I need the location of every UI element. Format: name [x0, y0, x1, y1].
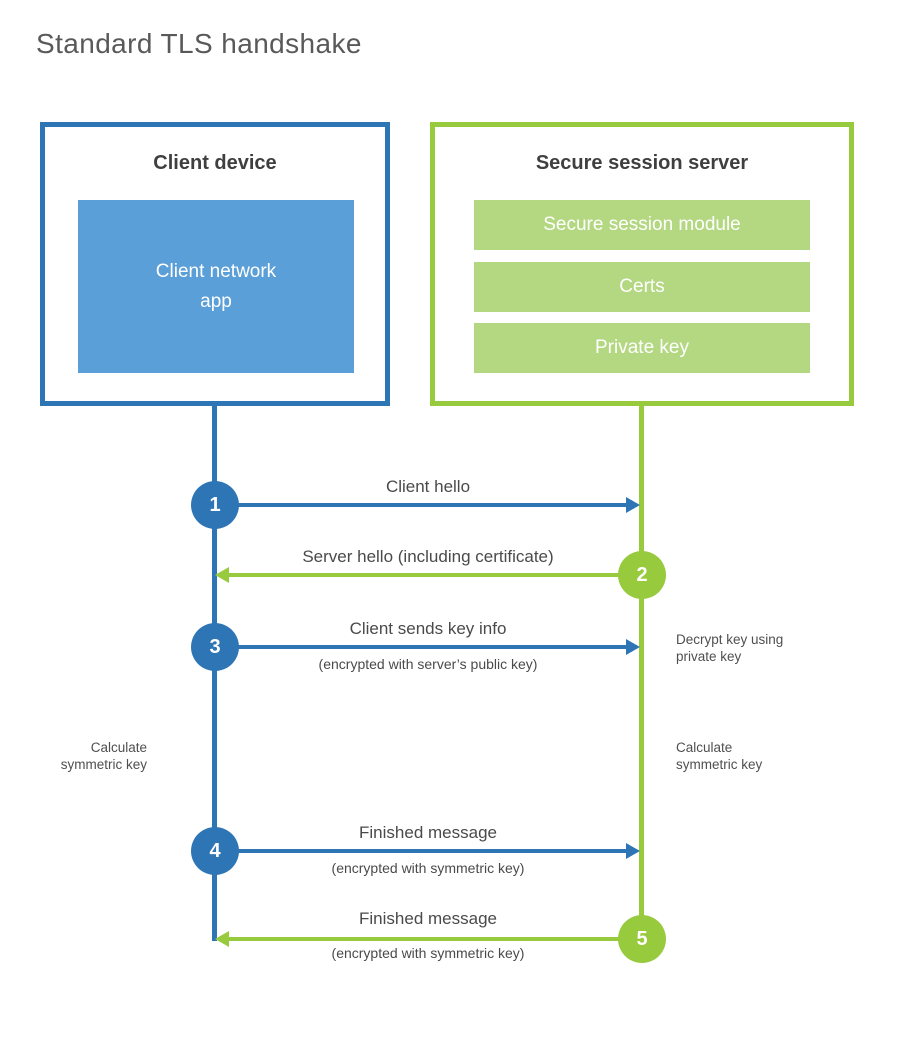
step5-label: Finished message: [359, 909, 497, 928]
step4-arrow: [215, 843, 640, 859]
arrowhead-right-icon: [626, 639, 640, 655]
arrowhead-right-icon: [626, 843, 640, 859]
server-lifeline: [639, 404, 644, 939]
step3-circle: 3: [191, 623, 239, 671]
server-module-private-key: Private key: [474, 323, 810, 373]
secure-session-server-title: Secure session server: [535, 152, 749, 174]
step3-label: Client sends key info: [349, 619, 507, 638]
decrypt-key-note: Decrypt key using private key: [676, 632, 784, 664]
step2-label: Server hello (including certificate): [302, 547, 554, 566]
client-lifeline: [212, 404, 217, 941]
arrowhead-left-icon: [215, 931, 229, 947]
step2-circle: 2: [618, 551, 666, 599]
server-module-secure-session: Secure session module: [474, 200, 810, 250]
step1-label: Client hello: [385, 477, 471, 496]
page-title: Standard TLS handshake: [36, 28, 362, 59]
step3-sublabel: (encrypted with server’s public key): [318, 656, 538, 672]
step5-circle: 5: [618, 915, 666, 963]
step5-sublabel: (encrypted with symmetric key): [331, 945, 525, 961]
step4-circle: 4: [191, 827, 239, 875]
step5-arrow: [215, 931, 642, 947]
step1-arrow: [215, 497, 640, 513]
calculate-symmetric-key-left-note: Calculate symmetric key: [60, 740, 147, 772]
server-module-certs: Certs: [474, 262, 810, 312]
calculate-symmetric-key-right-note: Calculate symmetric key: [676, 740, 763, 772]
step4-label: Finished message: [359, 823, 497, 842]
client-network-app-module: Client network app: [78, 200, 354, 373]
step2-arrow: [215, 567, 642, 583]
step1-circle: 1: [191, 481, 239, 529]
step4-sublabel: (encrypted with symmetric key): [331, 860, 525, 876]
arrowhead-left-icon: [215, 567, 229, 583]
arrowhead-right-icon: [626, 497, 640, 513]
client-device-title: Client device: [153, 152, 277, 174]
step3-arrow: [215, 639, 640, 655]
